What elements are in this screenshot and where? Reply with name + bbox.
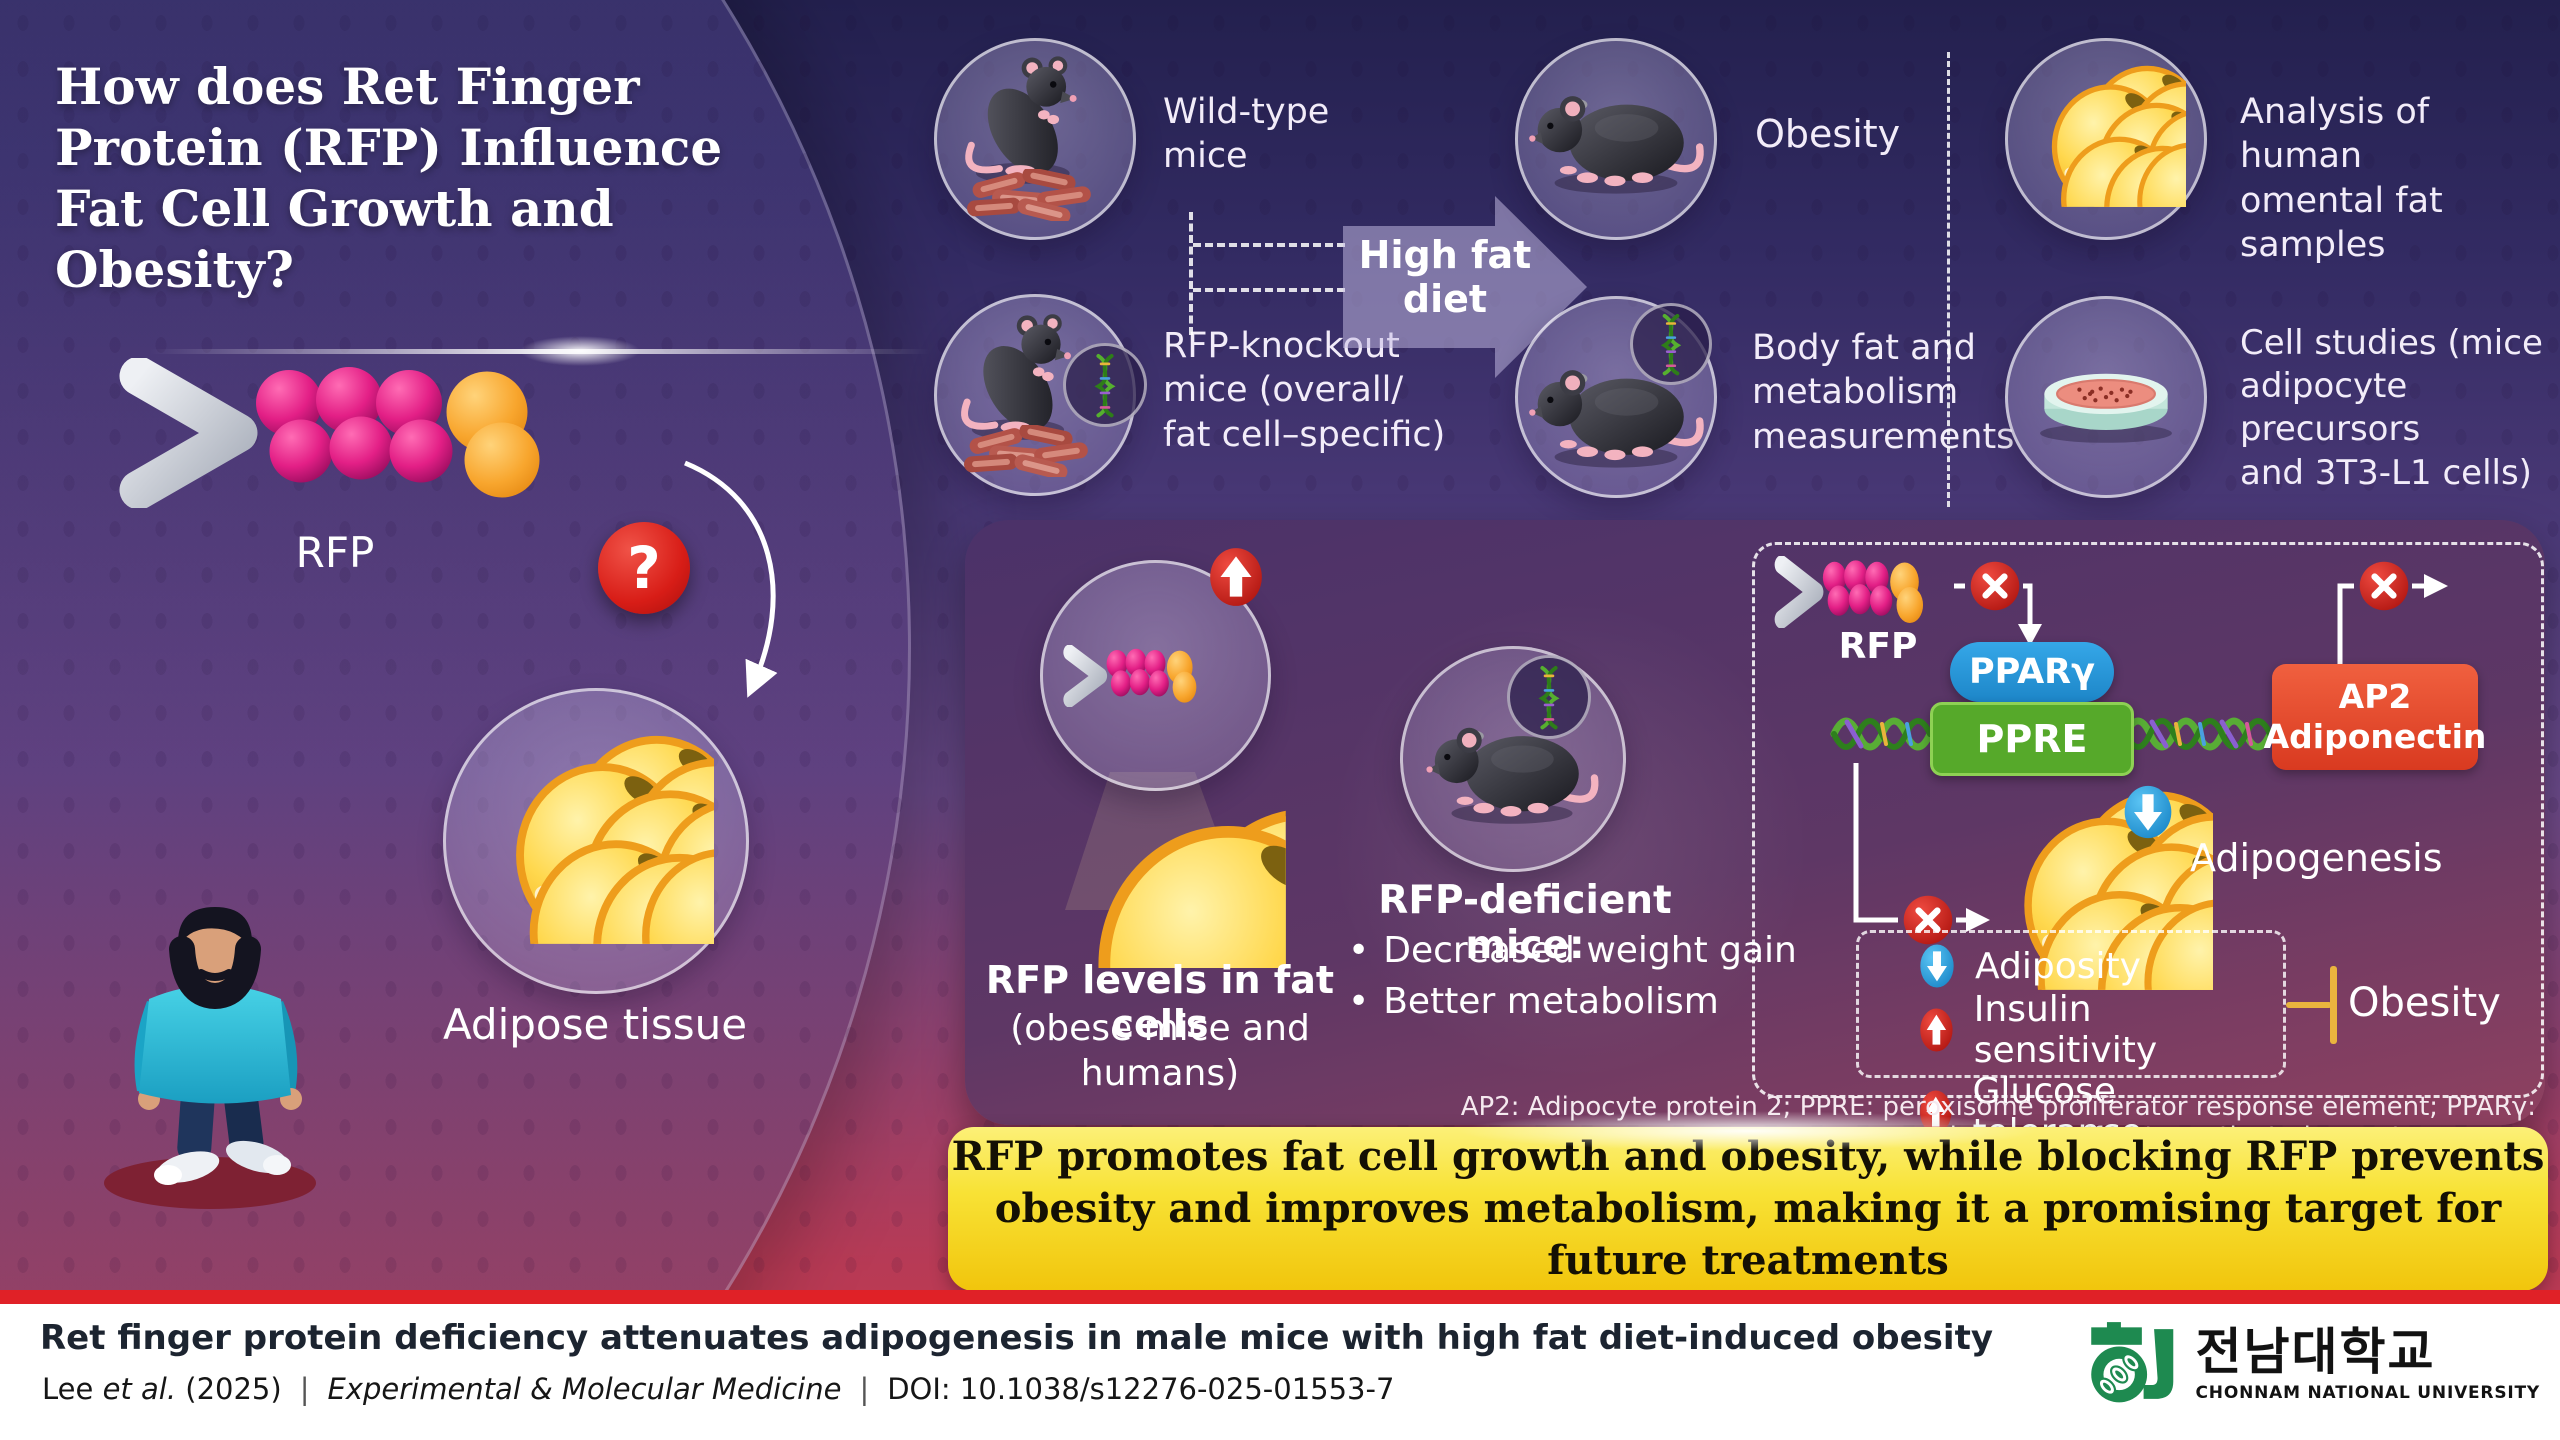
paper-title: Ret finger protein deficiency attenuates… xyxy=(40,1318,1993,1358)
dna-icon xyxy=(1650,312,1692,376)
obesity-circle xyxy=(1515,38,1717,240)
university-logo: 전남대학교 CHONNAM NATIONAL UNIVERSITY xyxy=(2086,1316,2540,1412)
university-name: 전남대학교 CHONNAM NATIONAL UNIVERSITY xyxy=(2196,1327,2540,1402)
body-fat-circle xyxy=(1515,296,1717,498)
author-name: Lee xyxy=(42,1372,94,1406)
knockout-label: RFP-knockout mice (overall/ fat cell–spe… xyxy=(1163,326,1446,455)
page-title: How does Ret Finger Protein (RFP) Influe… xyxy=(55,56,723,299)
deficient-mice-bullets: • Decreased weight gain • Better metabol… xyxy=(1348,930,1797,1022)
dna-inset xyxy=(1507,655,1591,739)
dna-icon xyxy=(1527,664,1571,730)
wild-type-label: Wild-type mice xyxy=(1163,92,1330,177)
high-fat-diet-arrow-body xyxy=(1343,226,1495,348)
outcome-label: Insulin sensitivity xyxy=(1973,989,2158,1071)
pathway-rfp-label: RFP xyxy=(1838,626,1918,667)
rfp-protein-icon xyxy=(112,358,712,508)
fat-cell-cluster-icon xyxy=(2026,59,2186,207)
curved-arrow-icon xyxy=(684,460,778,698)
dashed-connector-vertical xyxy=(1189,212,1193,335)
author-year: (2025) xyxy=(185,1372,282,1406)
pparg-box: PPARγ xyxy=(1950,642,2114,702)
doi-text: DOI: 10.1038/s12276-025-01553-7 xyxy=(887,1372,1395,1406)
increase-badge-icon xyxy=(1205,546,1267,608)
inhibition-bar-vertical xyxy=(2330,966,2337,1044)
bullet-item: • Decreased weight gain xyxy=(1348,930,1797,971)
conclusion-text: RFP promotes fat cell growth and obesity… xyxy=(951,1133,2545,1284)
university-emblem-icon xyxy=(2090,1322,2173,1403)
wild-type-circle xyxy=(934,38,1136,240)
bullet-item: • Better metabolism xyxy=(1348,981,1797,1022)
outcome-row: Insulin sensitivity xyxy=(1917,989,2277,1071)
bullet-text: Decreased weight gain xyxy=(1383,930,1797,971)
dna-inset xyxy=(1063,343,1147,427)
lens-flare-core xyxy=(520,336,640,366)
body-fat-label: Body fat and metabolism measurements xyxy=(1752,328,2015,457)
deficient-mouse-circle xyxy=(1400,646,1626,872)
bullet-glyph: • xyxy=(1348,930,1370,971)
ppre-box: PPRE xyxy=(1930,702,2134,776)
rfp-protein-icon xyxy=(1772,556,1984,628)
citation-authors: Lee et al. (2025) xyxy=(42,1372,282,1406)
fat-cell-cluster-icon xyxy=(478,726,714,944)
decrease-badge-icon xyxy=(2120,784,2176,840)
rfp-protein-icon xyxy=(1061,645,1251,707)
outcome-label: Adiposity xyxy=(1975,945,2141,987)
knockout-circle xyxy=(934,294,1147,496)
fat-cell-pair-icon xyxy=(1025,778,1290,968)
university-name-korean: 전남대학교 xyxy=(2195,1322,2436,1381)
decrease-badge-icon xyxy=(1917,943,1957,989)
increase-badge-icon xyxy=(1917,1007,1956,1053)
cell-studies-circle xyxy=(2005,296,2207,498)
human-fat-label: Analysis of human omental fat samples xyxy=(2240,92,2443,266)
dna-inset xyxy=(1630,303,1712,385)
rfp-label: RFP xyxy=(295,528,375,577)
adipogenesis-label: Adipogenesis xyxy=(2190,836,2443,880)
x-badge-icon xyxy=(2360,562,2409,611)
rfp-levels-subtitle: (obese mice and humans) xyxy=(1010,1008,1310,1094)
obesity-label: Obesity xyxy=(1755,112,1901,156)
university-name-english: CHONNAM NATIONAL UNIVERSITY xyxy=(2195,1382,2540,1403)
author-etal: et al. xyxy=(102,1372,177,1406)
pathway-dashed-box xyxy=(1752,542,2544,1098)
outcomes-dashed-box: Adiposity Insulin sensitivity Glucose to… xyxy=(1856,930,2286,1153)
food-pellets-icon xyxy=(959,425,1099,477)
human-fat-circle xyxy=(2005,38,2207,240)
separator: | xyxy=(299,1372,310,1406)
question-badge: ? xyxy=(598,522,690,614)
inhibition-bar-horizontal xyxy=(2286,1002,2332,1008)
conclusion-banner: RFP promotes fat cell growth and obesity… xyxy=(948,1111,2548,1291)
deficient-mice-title: RFP-deficient mice: xyxy=(1378,878,1672,968)
fat-mouse-icon xyxy=(1526,77,1706,199)
pathway-obesity-label: Obesity xyxy=(2348,980,2501,1026)
pathway-connectors xyxy=(1830,542,2448,1092)
adipose-tissue-label: Adipose tissue xyxy=(442,1000,748,1049)
dashed-divider xyxy=(1947,52,1950,507)
bullet-glyph: • xyxy=(1348,981,1370,1022)
dashed-connector-top xyxy=(1193,243,1345,247)
cell-studies-label: Cell studies (mice adipocyte precursors … xyxy=(2240,323,2543,493)
red-divider-line xyxy=(0,1290,2560,1304)
outcome-row: Adiposity xyxy=(1917,943,2277,989)
separator: | xyxy=(859,1372,870,1406)
dna-helix xyxy=(1830,717,2274,751)
ap2-adiponectin-box: AP2 Adiponectin xyxy=(2264,664,2486,770)
adipose-circle xyxy=(443,688,749,994)
footer: Ret finger protein deficiency attenuates… xyxy=(0,1304,2560,1440)
food-pellets-icon xyxy=(962,169,1102,221)
rfp-levels-title: RFP levels in fat cells xyxy=(985,958,1335,1046)
bullet-text: Better metabolism xyxy=(1383,981,1719,1022)
dashed-connector-bottom xyxy=(1193,288,1345,292)
person-illustration xyxy=(104,907,316,1209)
high-fat-diet-label: High fat diet xyxy=(1358,233,1532,321)
citation-line: Lee et al. (2025) | Experimental & Molec… xyxy=(42,1372,1394,1406)
petri-dish-icon xyxy=(2026,345,2186,446)
leaf-chain xyxy=(2097,1353,2141,1396)
journal-name: Experimental & Molecular Medicine xyxy=(327,1372,842,1406)
dna-icon xyxy=(1083,352,1127,418)
